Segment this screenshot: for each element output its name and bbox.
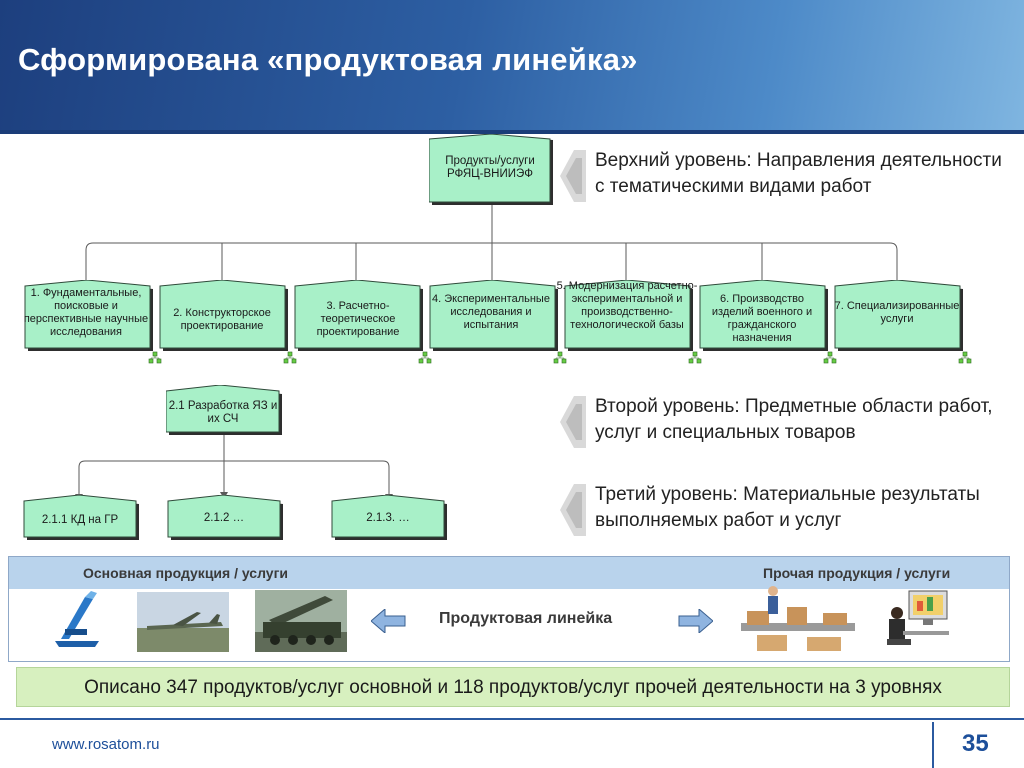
header-divider [0,130,1024,134]
product-line-header-band [9,557,1009,589]
missile-launcher-image [55,591,99,647]
expand-icon [958,351,972,364]
aircraft-image [137,592,229,652]
level1-node-5[interactable]: 5. Модернизация расчетно-экспериментальн… [556,280,698,331]
level1-node-7[interactable]: 7. Специализированные услуги [834,300,960,325]
level1-node-2[interactable]: 2. Конструкторское проектирование [173,307,271,332]
level1-node-2-shape [159,280,288,351]
level1-node-shapes [24,280,963,351]
level3-node-shapes [23,495,447,540]
arrow-left-icon [371,609,406,633]
footer-url-link[interactable]: www.rosatom.ru [52,736,160,753]
chevron-left-icon [560,484,586,536]
missile-vehicle-image [255,590,347,652]
chevron-left-icon [560,396,586,448]
main-products-heading: Основная продукция / услуги [83,565,289,581]
expand-icon [553,351,567,364]
level1-node-7-shape [834,280,963,351]
level1-node-3[interactable]: 3. Расчетно-теоретическое проектирование [316,300,400,338]
summary-banner: Описано 347 продуктов/услуг основной и 1… [16,667,1010,707]
connector-level3-bus [78,460,390,498]
level3-node-3-shape [331,495,447,540]
level1-node-1[interactable]: 1. Фундаментальные, поисковые и перспект… [23,287,149,338]
root-node-shape [429,134,553,205]
computer-operator-image [887,590,949,645]
level-second-description: Второй уровень: Предметные области работ… [595,396,993,443]
level1-node-3-shape [294,280,423,351]
product-line-panel: Основная продукция / услуги Прочая проду… [8,556,1010,662]
level2-node[interactable]: 2.1 Разработка ЯЗ и их СЧ [168,400,278,425]
level1-node-5-shape [564,280,693,351]
footer-separator [932,722,934,768]
level1-node-1-shape [24,280,153,351]
level-top-description: Верхний уровень: Направления деятельност… [595,150,1002,197]
expand-icon [823,351,837,364]
expand-icon [688,351,702,364]
expand-icon [418,351,432,364]
expander-icons [148,351,972,364]
level1-node-6-shape [699,280,828,351]
other-products-heading: Прочая продукция / услуги [763,565,951,581]
chevron-left-icon [560,150,586,202]
arrow-right-icon [678,609,713,633]
level-third-description: Третий уровень: Материальные результаты … [595,484,980,531]
level1-node-4-shape [429,280,558,351]
level2-node-shape [166,385,282,435]
page-number: 35 [962,730,989,757]
level1-node-6[interactable]: 6. Производство изделий военного и гражд… [711,293,813,344]
factory-worker-image [741,586,855,651]
root-node[interactable]: Продукты/услуги РФЯЦ-ВНИИЭФ [445,155,535,180]
summary-text: Описано 347 продуктов/услуг основной и 1… [84,677,942,698]
header-banner [0,0,1024,130]
level3-node-2[interactable]: 2.1.2 … [203,512,245,524]
product-line-label: Продуктовая линейка [439,610,613,627]
level3-node-1-shape [23,495,139,540]
page-title: Сформирована «продуктовая линейка» [18,42,638,77]
level3-node-2-shape [167,495,283,540]
expand-icon [283,351,297,364]
footer-divider [0,718,1024,720]
level3-node-3[interactable]: 2.1.3. … [366,512,410,524]
level1-node-4[interactable]: 4. Экспериментальные исследования и испы… [432,293,550,331]
level3-node-1[interactable]: 2.1.1 КД на ГР [41,514,119,526]
expand-icon [148,351,162,364]
